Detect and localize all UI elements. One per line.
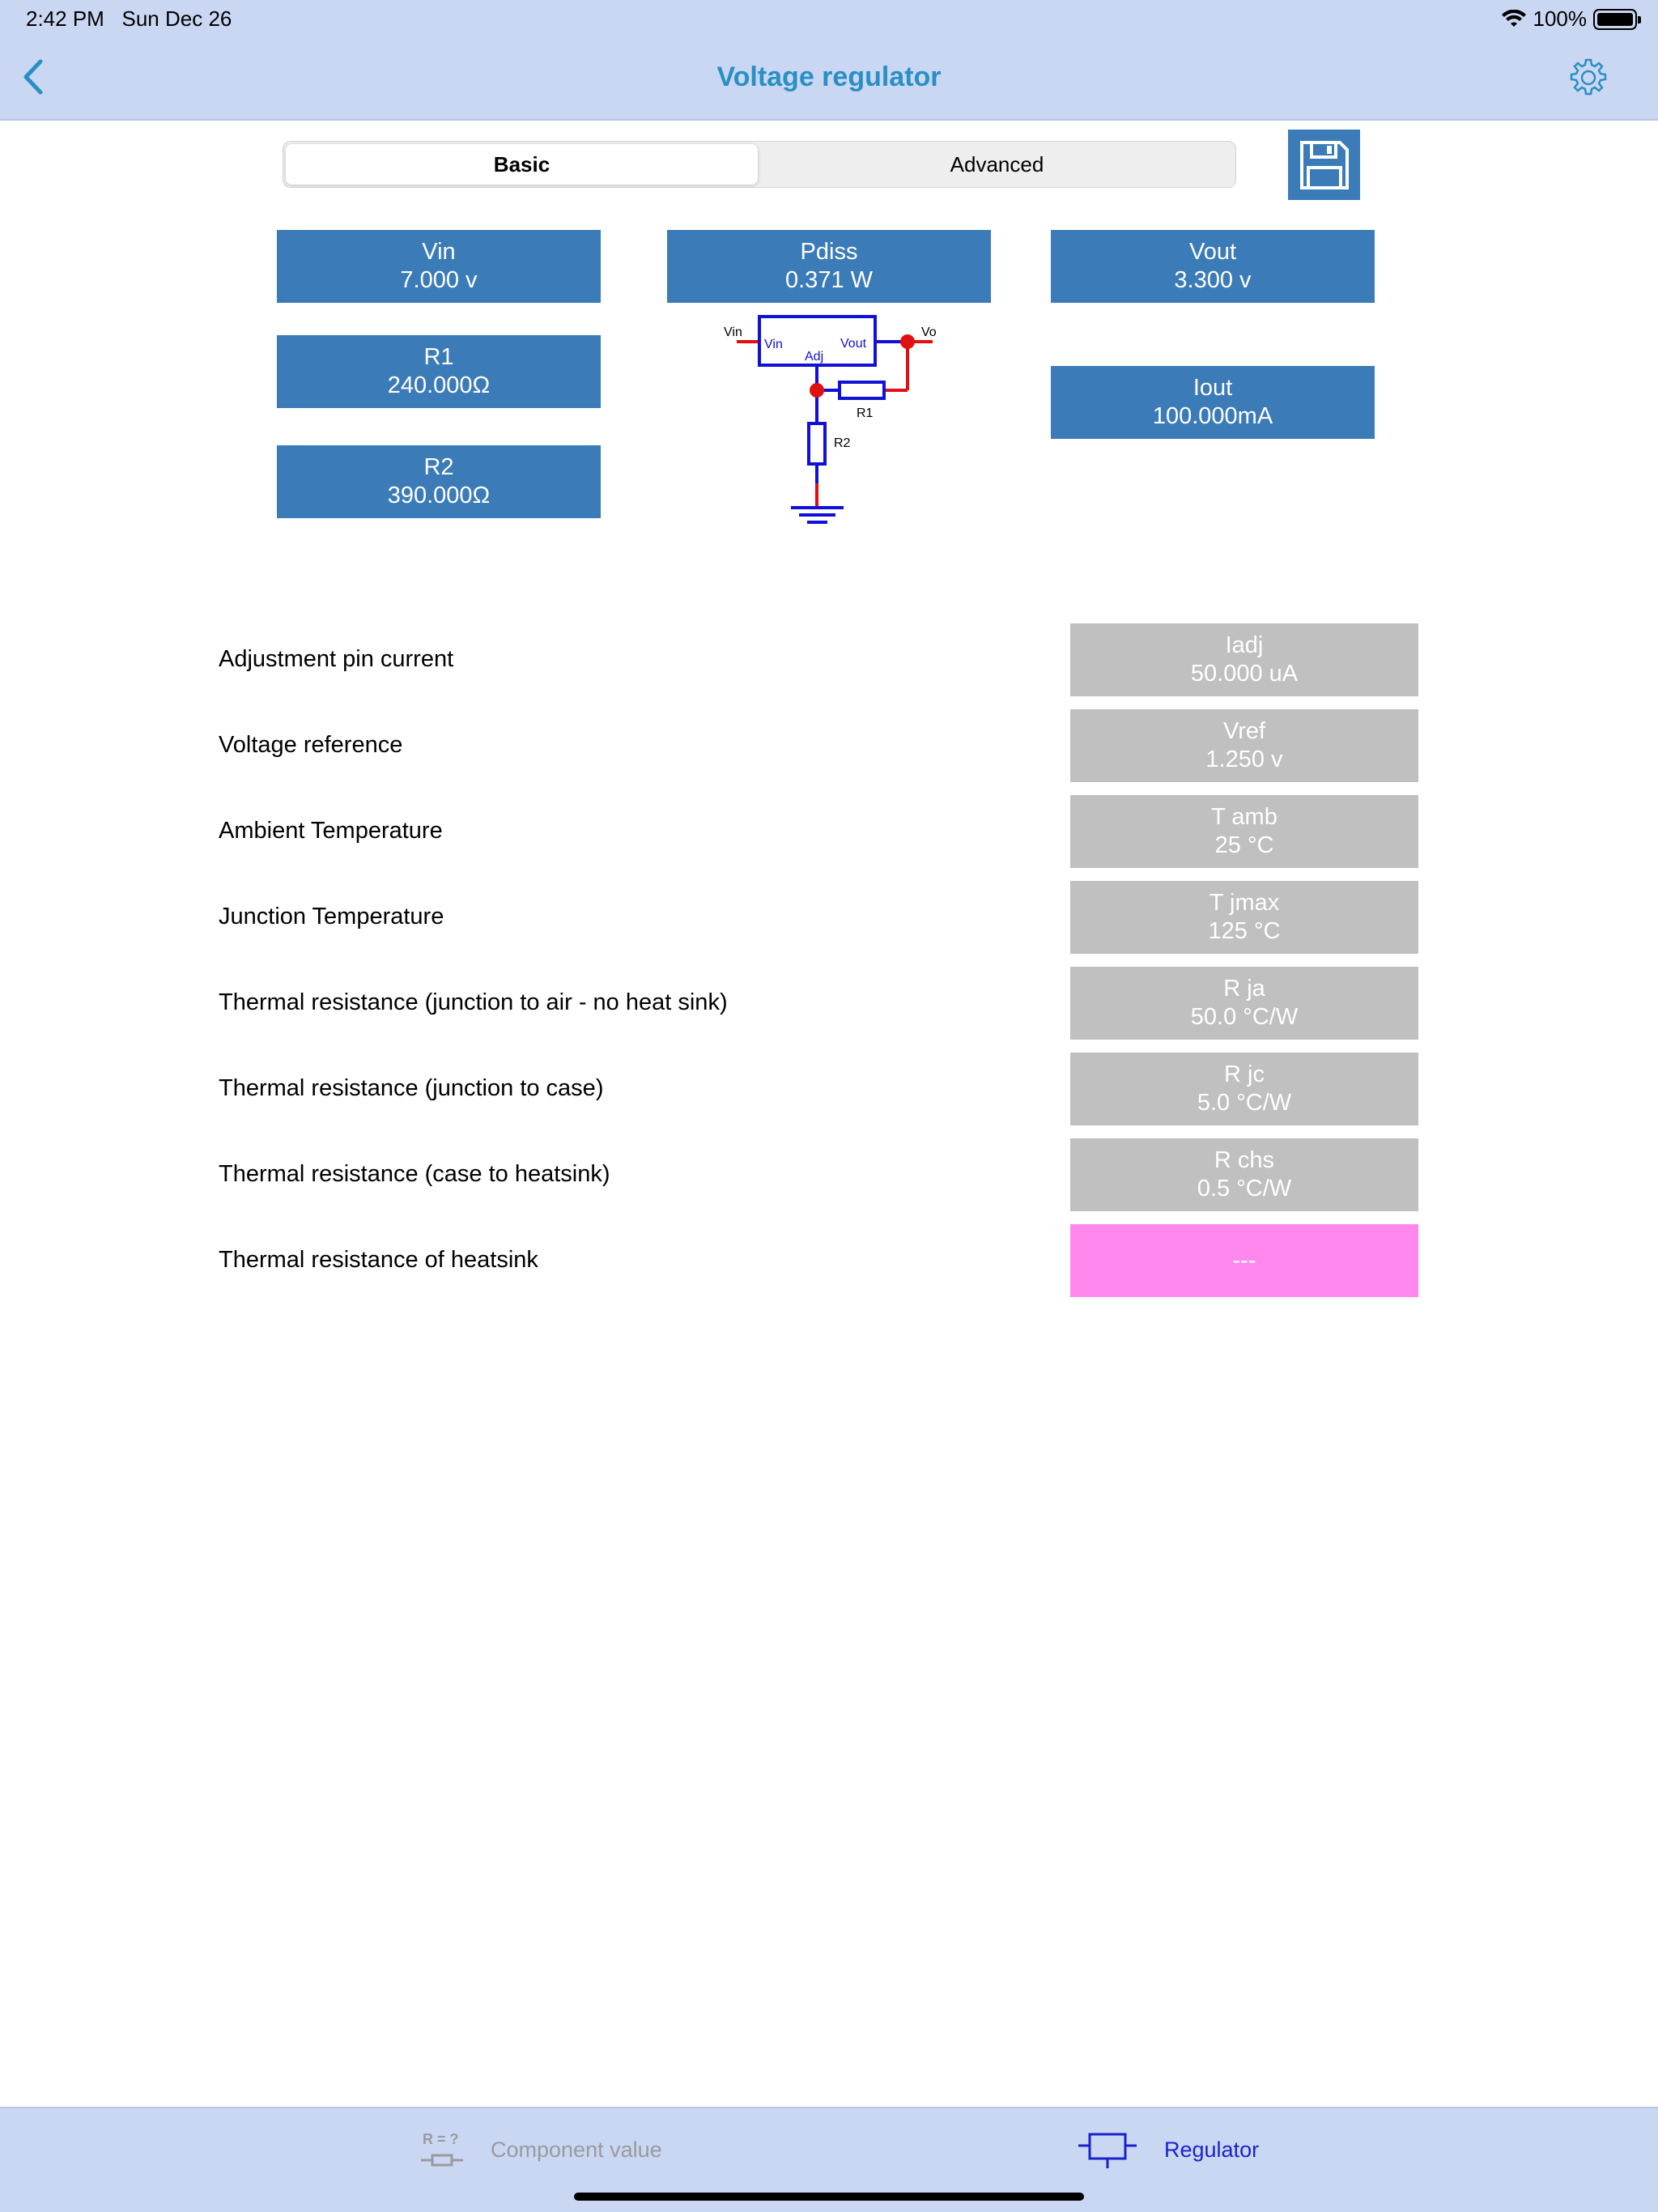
vout-box[interactable]: Vout 3.300 v — [1051, 230, 1375, 303]
adj-node — [810, 383, 824, 398]
schematic-vin-pin: Vin — [764, 338, 783, 351]
rjc-box[interactable]: R jc 5.0 °C/W — [1070, 1053, 1418, 1125]
schematic-vo-label: Vo — [921, 325, 937, 339]
tjmax-box[interactable]: T jmax 125 °C — [1070, 881, 1418, 954]
status-time: 2:42 PM Sun Dec 26 — [26, 6, 232, 32]
param-value: --- — [1232, 1247, 1256, 1274]
save-button[interactable] — [1288, 130, 1360, 200]
settings-button[interactable] — [1567, 57, 1609, 99]
gear-icon — [1570, 58, 1607, 96]
tab-icon-text: R = ? — [423, 2131, 459, 2147]
param-value: 25 °C — [1214, 832, 1274, 858]
home-indicator[interactable] — [574, 2193, 1084, 2201]
vout-value: 3.300 v — [1174, 267, 1252, 293]
param-name: R chs — [1214, 1147, 1275, 1173]
page-title: Voltage regulator — [716, 62, 942, 92]
param-name: Iadj — [1225, 632, 1264, 658]
wifi-icon — [1501, 9, 1526, 27]
regulator-icon — [1078, 2133, 1137, 2168]
battery-icon — [1593, 8, 1641, 30]
r1-label: R1 — [423, 344, 454, 370]
schematic-vout-pin: Vout — [840, 337, 867, 351]
tab-regulator[interactable]: Regulator — [1077, 2129, 1259, 2170]
schematic-r1-label: R1 — [857, 406, 874, 420]
r2-resistor — [807, 422, 827, 466]
top-bar: 2:42 PM Sun Dec 26 100% Voltage regulato… — [0, 0, 1658, 121]
vout-node — [900, 334, 915, 349]
rja-box[interactable]: R ja 50.0 °C/W — [1070, 967, 1418, 1040]
param-value: 50.000 uA — [1190, 661, 1299, 687]
chevron-left-icon — [23, 59, 43, 95]
segment-advanced[interactable]: Advanced — [950, 152, 1044, 177]
param-label: Thermal resistance (junction to air - no… — [219, 989, 728, 1015]
battery-percent: 100% — [1533, 6, 1588, 31]
param-name: R jc — [1224, 1061, 1265, 1087]
r1-value: 240.000Ω — [387, 372, 491, 398]
mode-segmented-control: Basic Advanced — [283, 141, 1236, 188]
pdiss-value: 0.371 W — [785, 267, 873, 293]
tamb-box[interactable]: T amb 25 °C — [1070, 795, 1418, 868]
floppy-disk-icon — [1299, 140, 1349, 189]
param-label: Ambient Temperature — [219, 818, 443, 844]
r1-box[interactable]: R1 240.000Ω — [277, 335, 601, 408]
param-label: Thermal resistance of heatsink — [219, 1247, 538, 1273]
tab-regulator-label: Regulator — [1164, 2137, 1260, 2162]
tab-component-value[interactable]: R = ? Component value — [419, 2129, 662, 2170]
r2-label: R2 — [423, 454, 454, 480]
param-name: R ja — [1223, 976, 1265, 1002]
iout-label: Iout — [1192, 375, 1233, 401]
param-label: Voltage reference — [219, 732, 403, 758]
vin-value: 7.000 v — [400, 267, 478, 293]
time-text: 2:42 PM — [26, 6, 104, 31]
param-label: Adjustment pin current — [219, 646, 454, 672]
vin-label: Vin — [422, 239, 456, 265]
vin-box[interactable]: Vin 7.000 v — [277, 230, 601, 303]
iout-box[interactable]: Iout 100.000mA — [1051, 366, 1375, 439]
param-name: T jmax — [1209, 890, 1280, 916]
r2-value: 390.000Ω — [387, 483, 491, 508]
back-button[interactable] — [18, 57, 50, 97]
param-value: 50.0 °C/W — [1190, 1004, 1299, 1030]
date-text: Sun Dec 26 — [121, 6, 232, 31]
param-name: T amb — [1211, 804, 1278, 830]
param-label: Thermal resistance (junction to case) — [219, 1075, 604, 1101]
schematic-adj-pin: Adj — [805, 350, 823, 364]
iadj-box[interactable]: Iadj 50.000 uA — [1070, 623, 1418, 696]
schematic-r2-label: R2 — [834, 436, 851, 450]
param-label: Junction Temperature — [219, 904, 444, 929]
rchs-box[interactable]: R chs 0.5 °C/W — [1070, 1138, 1418, 1211]
resistor-question-icon: R = ? — [421, 2131, 463, 2167]
segment-basic[interactable]: Basic — [286, 144, 758, 185]
param-value: 5.0 °C/W — [1197, 1090, 1292, 1116]
param-value: 0.5 °C/W — [1197, 1176, 1292, 1202]
regulator-schematic: Vin Vin Vout Adj Vo R1 R2 — [724, 315, 937, 524]
r2-box[interactable]: R2 390.000Ω — [277, 445, 601, 518]
heatsink-resistance-box[interactable]: --- — [1070, 1224, 1418, 1297]
vref-box[interactable]: Vref 1.250 v — [1070, 709, 1418, 782]
pdiss-label: Pdiss — [800, 239, 858, 265]
schematic-vin-label: Vin — [724, 325, 742, 339]
status-right: 100% — [1501, 6, 1641, 32]
pdiss-box[interactable]: Pdiss 0.371 W — [667, 230, 991, 303]
tab-component-label: Component value — [491, 2137, 662, 2162]
vout-label: Vout — [1188, 239, 1237, 265]
tab-bar: R = ? Component value Regulator — [0, 2107, 1658, 2212]
param-name: Vref — [1222, 718, 1266, 744]
param-value: 125 °C — [1208, 918, 1281, 944]
r1-resistor — [838, 381, 886, 400]
iout-value: 100.000mA — [1152, 403, 1273, 429]
param-value: 1.250 v — [1205, 747, 1283, 772]
param-label: Thermal resistance (case to heatsink) — [219, 1161, 610, 1187]
